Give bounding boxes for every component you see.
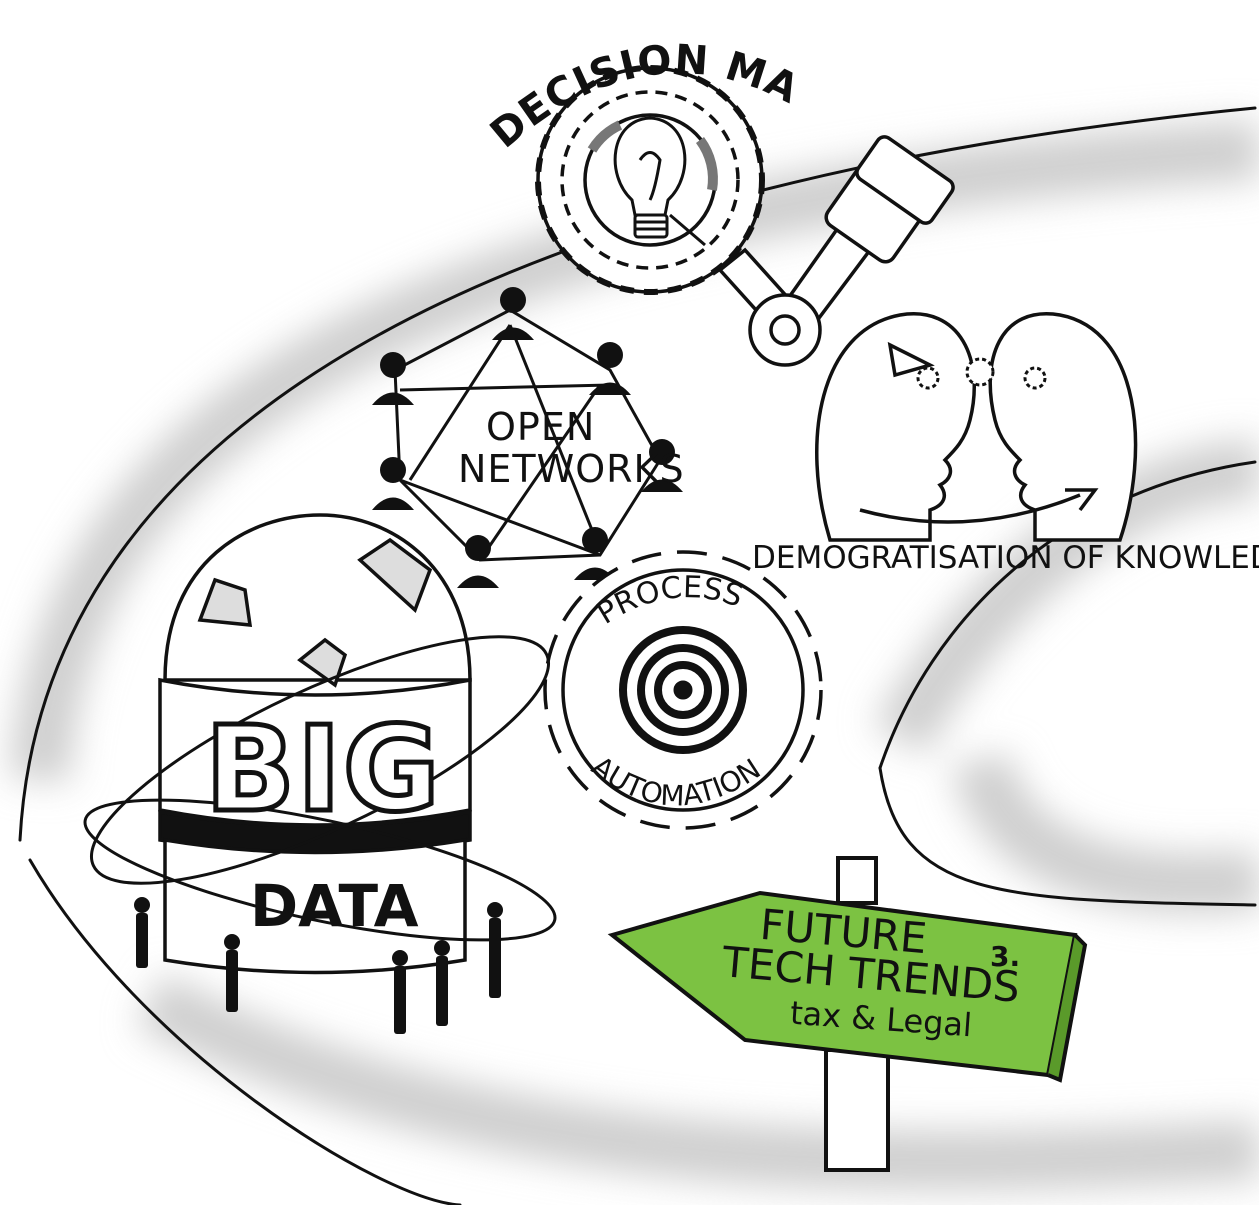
people-figures-icon [134, 897, 503, 1034]
big-label: BIG [203, 698, 443, 841]
person-icon [372, 457, 414, 510]
person-icon [574, 527, 616, 580]
target-icon [619, 626, 747, 754]
lightbulb-icon [613, 116, 706, 247]
signpost [607, 856, 1088, 1172]
heads-icon [815, 312, 1138, 542]
data-label: DATA [250, 872, 419, 940]
open-label: OPEN [486, 405, 596, 449]
network-links [393, 308, 662, 562]
person-icon [589, 342, 631, 395]
sign-number: 3. [990, 940, 1021, 973]
person-icon [372, 352, 414, 405]
person-icon [492, 287, 534, 340]
person-icon [457, 535, 499, 588]
person-icon [641, 439, 683, 492]
big-data-cylinder [158, 677, 472, 975]
networks-label: NETWORKS [458, 447, 685, 491]
lever-connector [717, 135, 955, 367]
globe-icon [163, 513, 472, 688]
small-gears-icon [916, 357, 1047, 390]
orbit-rings [83, 635, 557, 942]
democratisation-label: DEMOGRATISATION OF KNOWLEDGE [752, 540, 1259, 576]
network-people-icons [372, 287, 683, 588]
